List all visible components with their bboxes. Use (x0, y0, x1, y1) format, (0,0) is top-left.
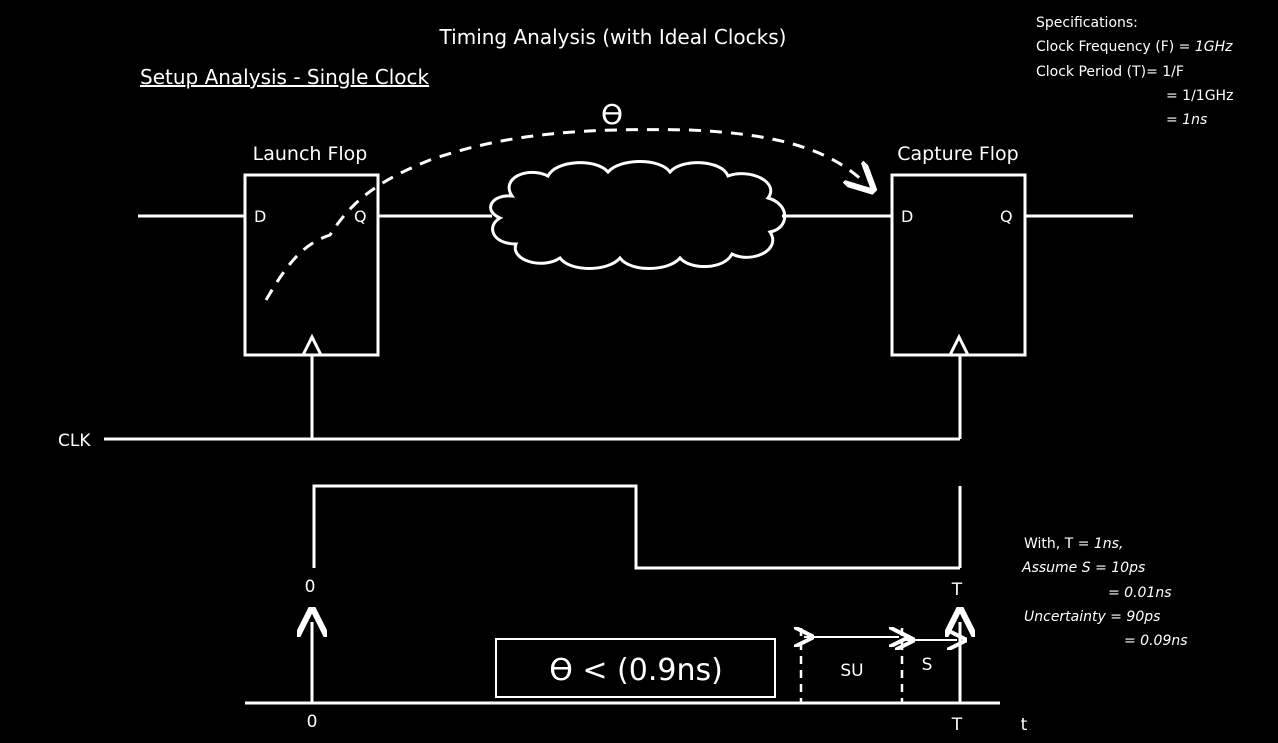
capture-flop-box (890, 173, 1027, 357)
note-period: With, T = 1ns, (1024, 536, 1123, 552)
s-label: S (922, 655, 933, 675)
note-setup: Assume S = 10ps (1021, 560, 1145, 576)
assumptions-block: With, T = 1ns, Assume S = 10ps = 0.01ns … (1021, 536, 1188, 649)
capture-flop: Capture Flop D Q (890, 143, 1027, 357)
waveform-start-label: 0 (305, 577, 316, 597)
timeline-origin-label: 0 (307, 712, 318, 732)
capture-flop-clock-triangle (948, 333, 970, 356)
capture-flop-label: Capture Flop (897, 143, 1018, 165)
spec-period-value: = 1/1GHz (1166, 88, 1233, 104)
spec-clock-frequency: Clock Frequency (F) = 1GHz (1036, 39, 1233, 55)
su-label: SU (840, 661, 863, 681)
time-axis-label: t (1021, 715, 1028, 735)
constraint-box (495, 638, 776, 698)
note-uncertainty: Uncertainty = 90ps (1024, 609, 1160, 625)
note-uncertainty-ns: = 0.09ns (1124, 633, 1188, 649)
capture-flop-d-pin: D (901, 207, 913, 226)
spec-clock-period: Clock Period (T)= 1/F (1036, 64, 1184, 80)
specifications-block: Specifications: Clock Frequency (F) = 1G… (1036, 15, 1233, 128)
clk-label: CLK (58, 431, 91, 451)
section-subtitle: Setup Analysis - Single Clock (140, 65, 430, 89)
combinational-logic-cloud (489, 160, 787, 270)
launch-flop-clock-triangle (301, 333, 323, 356)
spec-period-result: = 1ns (1166, 112, 1207, 128)
diagram-title: Timing Analysis (with Ideal Clocks) (439, 25, 787, 49)
spec-heading: Specifications: (1036, 15, 1138, 31)
timing-path-arrow (264, 128, 864, 301)
launch-flop-label: Launch Flop (253, 143, 368, 165)
path-delay-theta: ϴ (601, 98, 623, 131)
clock-waveform (312, 484, 960, 570)
capture-flop-q-pin: Q (1000, 207, 1013, 226)
launch-flop-q-pin: Q (354, 207, 367, 226)
note-setup-ns: = 0.01ns (1108, 585, 1172, 601)
waveform-end-label: T (951, 580, 963, 600)
constraint-text: ϴ < (0.9ns) (549, 653, 723, 688)
timeline-end-label: T (951, 715, 963, 735)
launch-flop-d-pin: D (254, 207, 266, 226)
launch-flop: Launch Flop D Q (243, 143, 380, 357)
